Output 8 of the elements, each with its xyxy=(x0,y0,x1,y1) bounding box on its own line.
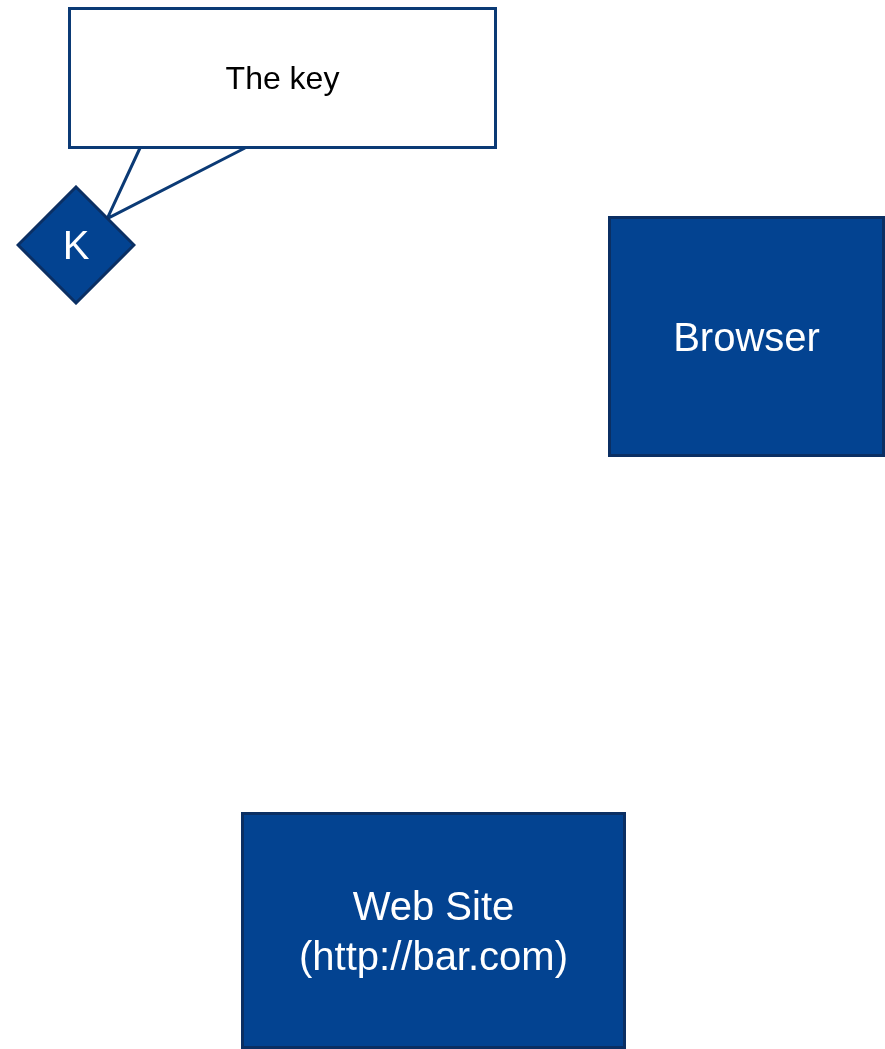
node-label: Web Site (http://bar.com) xyxy=(298,882,569,980)
node-label: Browser xyxy=(673,313,820,361)
callout-text: The key xyxy=(225,59,340,98)
node-label: K xyxy=(62,222,90,269)
diamond-marker xyxy=(16,185,136,305)
callout-bubble xyxy=(68,7,497,149)
process-box xyxy=(241,812,626,1049)
process-box xyxy=(608,216,885,457)
